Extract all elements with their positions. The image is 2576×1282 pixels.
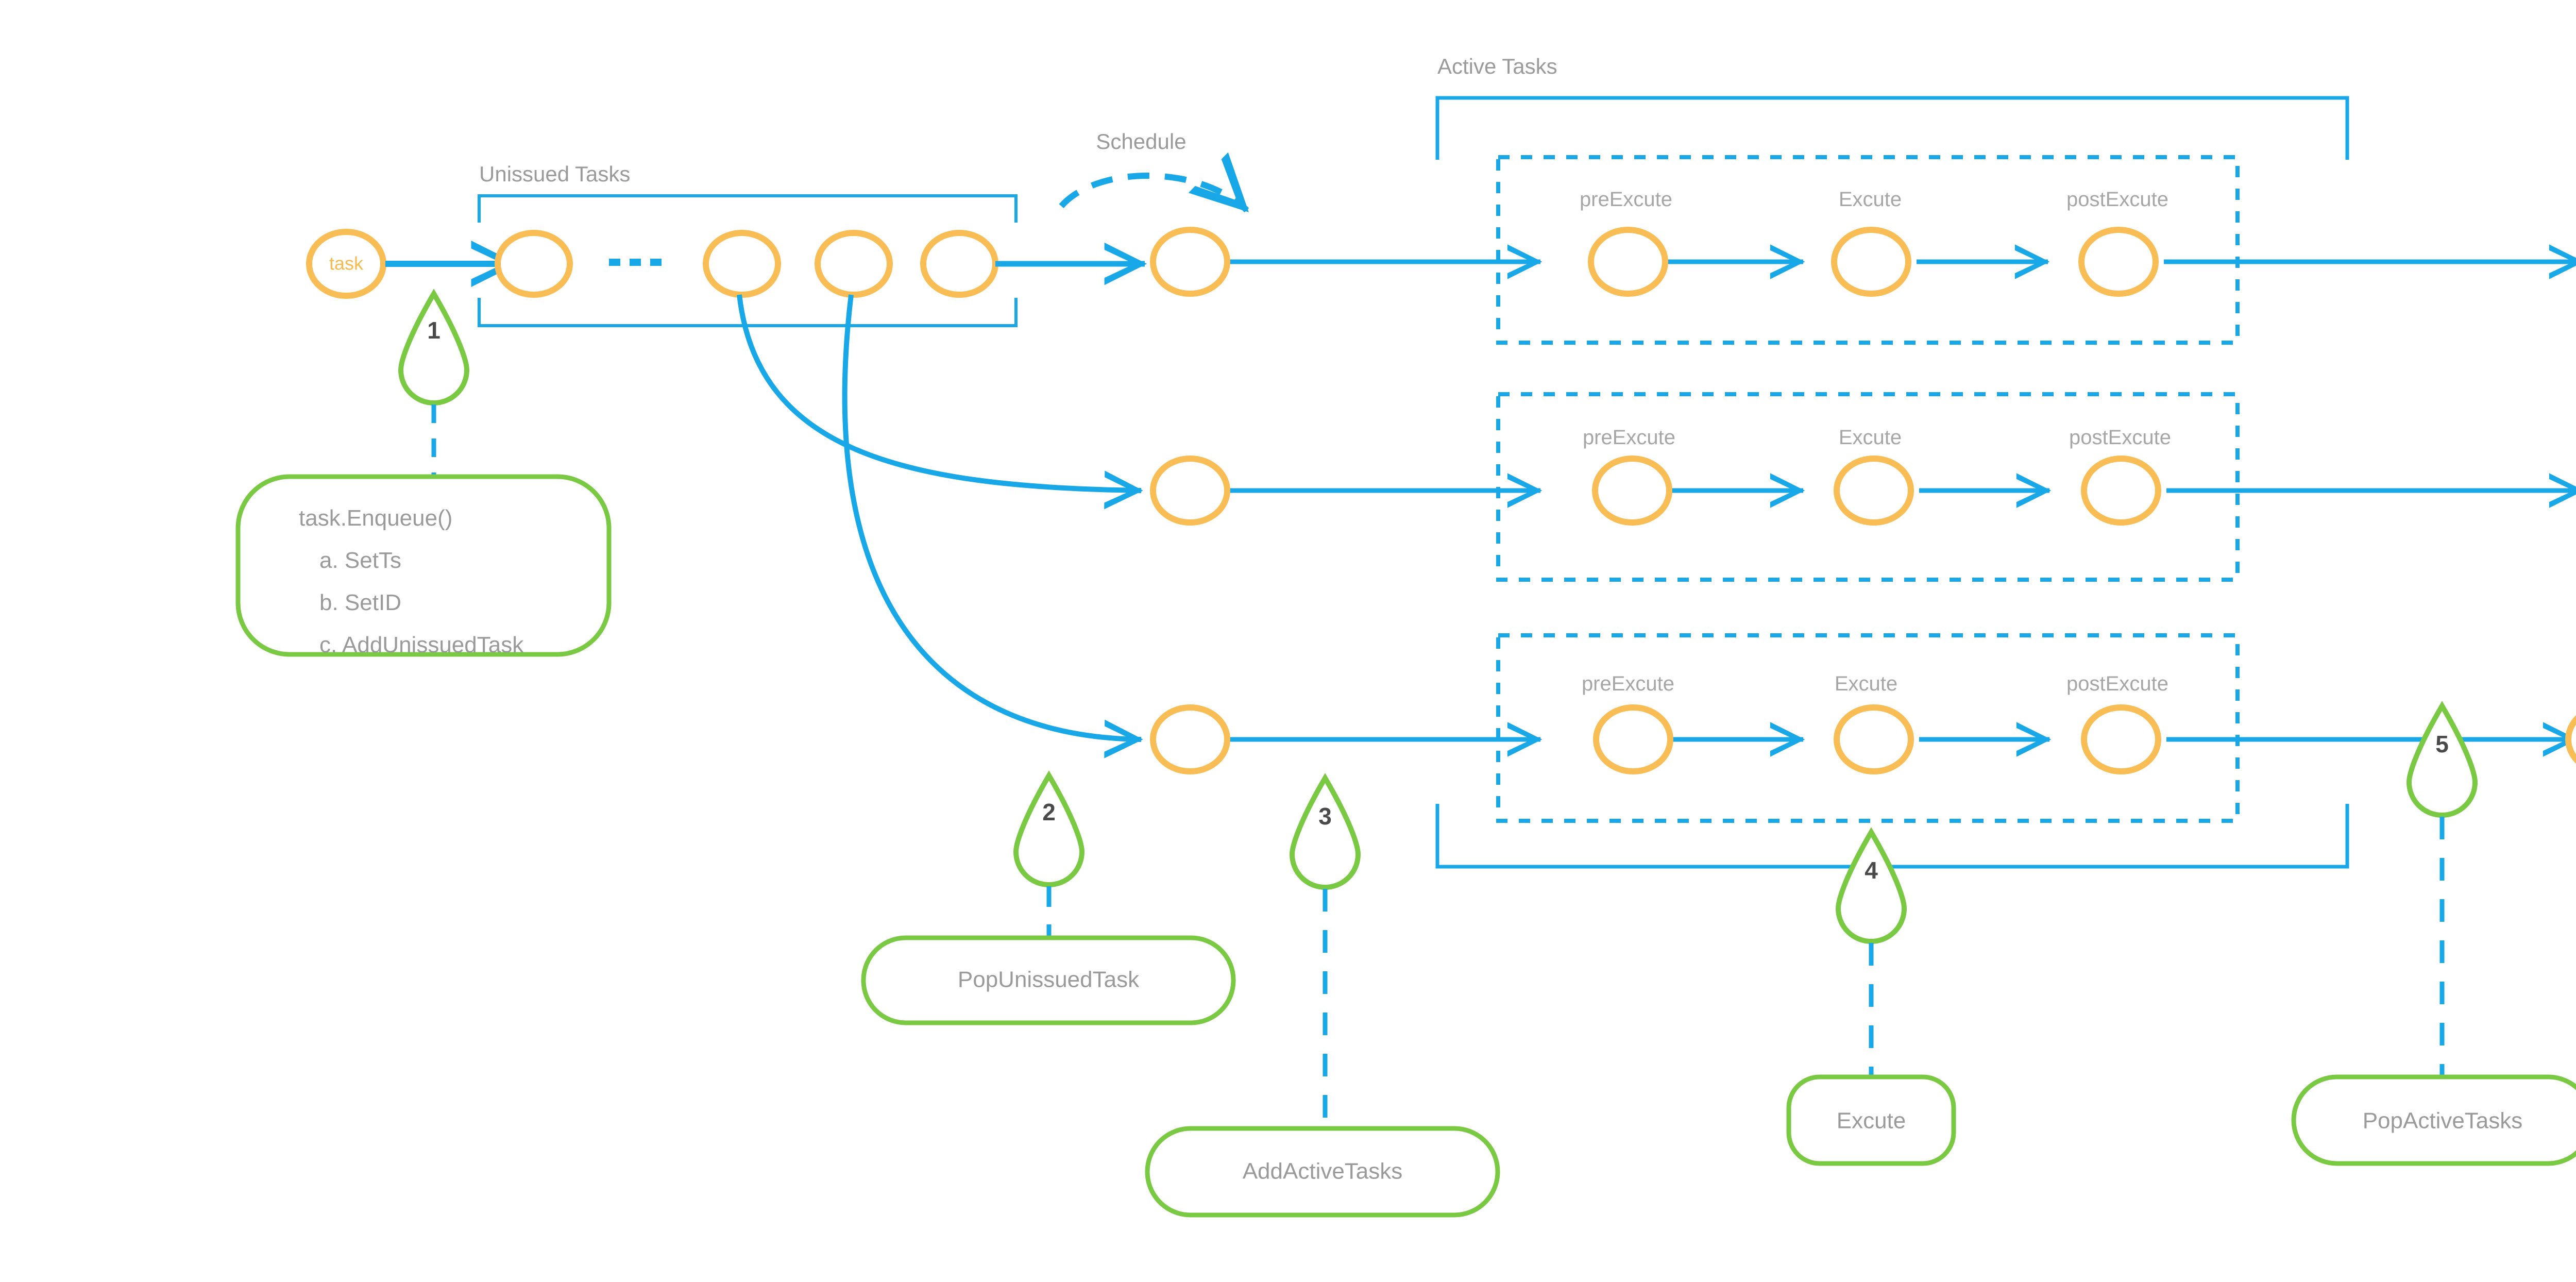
pipeline-row-1: preExcute Excute postExcute [1150, 188, 2576, 297]
unissued-bracket-bottom [478, 298, 1018, 327]
row2-node-post [2081, 456, 2161, 526]
marker-2-pin [1013, 770, 1085, 887]
row3-stage-label-post: postExcute [2066, 672, 2168, 695]
row2-node-scheduled [1150, 456, 1230, 526]
row2-stage-label-pre: preExcute [1583, 426, 1675, 449]
queue-ellipsis-dot-2 [630, 259, 641, 266]
row1-stage-label-pre: preExcute [1580, 188, 1672, 211]
callout-pop-active: PopActiveTasks [2291, 1074, 2576, 1166]
queue-to-row2-curve [737, 294, 1143, 510]
callout-pop-unissued-label: PopUnissuedTask [958, 967, 1140, 992]
callout-excute-box [1786, 1074, 1956, 1166]
callout-pop-active-box [2291, 1074, 2576, 1166]
active-bracket-top [1435, 96, 2349, 160]
callout-enqueue-line-a: a. SetTs [319, 548, 401, 573]
marker-5-group: 5 [2406, 701, 2478, 1077]
callout-add-active-label: AddActiveTasks [1243, 1159, 1403, 1184]
callout-excute-label: Excute [1837, 1108, 1906, 1134]
queue-to-row3-curve [842, 294, 1143, 758]
stage-box-row-2 [1496, 392, 2240, 582]
marker-4-group: 4 [1835, 827, 1907, 1077]
marker-3-pin [1289, 773, 1361, 890]
unissued-tasks-group: Unissued Tasks [478, 162, 1018, 327]
row3-stage-label-pre: preExcute [1582, 672, 1674, 695]
unissued-node-4 [920, 230, 998, 298]
callout-enqueue-title: task.Enqueue() [299, 505, 452, 531]
callout-pop-unissued-box [861, 935, 1236, 1025]
callout-enqueue-box [235, 474, 612, 657]
task-entry: task [306, 229, 518, 299]
marker-3-number: 3 [1318, 803, 1332, 830]
row3-node-output [2565, 715, 2576, 764]
active-tasks-label: Active Tasks [1437, 54, 1557, 78]
marker-5-number: 5 [2435, 731, 2449, 757]
marker-2-group: 2 [1013, 770, 1085, 938]
pipeline-row-2: preExcute Excute postExcute [1150, 426, 2576, 526]
marker-2-number: 2 [1042, 799, 1056, 825]
row2-stage-label-exec: Excute [1839, 426, 1902, 449]
unissued-queue-nodes [495, 230, 998, 298]
stage-box-row-3 [1496, 633, 2240, 823]
row3-node-scheduled [1150, 704, 1230, 774]
unissued-node-1 [495, 230, 573, 298]
row1-node-exec [1831, 227, 1911, 297]
queue-ellipsis-dot-1 [609, 259, 620, 266]
schedule-label: Schedule [1096, 129, 1186, 154]
callout-add-active-box [1145, 1126, 1500, 1218]
marker-1-group: 1 [398, 289, 470, 477]
task-node [306, 229, 386, 299]
pipeline-row-3: preExcute Excute postExcute [1150, 672, 2576, 774]
marker-4-pin [1835, 827, 1907, 944]
unissued-node-3 [815, 230, 893, 298]
marker-3-group: 3 [1289, 773, 1361, 1128]
active-bracket-bottom [1435, 804, 2349, 869]
unissued-node-2 [703, 230, 781, 298]
schedule-dashed-arc [1059, 152, 1249, 213]
row2-node-pre [1592, 456, 1672, 526]
row3-stage-label-exec: Excute [1835, 672, 1897, 695]
row1-stage-label-post: postExcute [2066, 188, 2168, 211]
row1-node-scheduled [1150, 227, 1230, 297]
marker-1-number: 1 [427, 317, 440, 344]
callout-enqueue-line-c: c. AddUnissuedTask [319, 632, 524, 657]
callout-excute: Excute [1786, 1074, 1956, 1166]
row2-node-exec [1834, 456, 1914, 526]
task-node-label: task [329, 253, 364, 274]
callout-add-active: AddActiveTasks [1145, 1126, 1500, 1218]
row1-node-post [2078, 227, 2159, 297]
row3-node-post [2081, 704, 2161, 774]
row3-node-pre [1593, 704, 1673, 774]
callout-pop-unissued: PopUnissuedTask [861, 935, 1236, 1025]
callout-enqueue: task.Enqueue() a. SetTs b. SetID c. AddU… [235, 474, 612, 657]
schedule-edge: Schedule [1059, 129, 1249, 213]
row1-stage-label-exec: Excute [1839, 188, 1902, 211]
marker-4-number: 4 [1865, 857, 1878, 884]
row2-stage-label-post: postExcute [2069, 426, 2171, 449]
queue-ellipsis-dot-3 [650, 259, 662, 266]
callout-enqueue-line-b: b. SetID [319, 590, 401, 615]
marker-5-pin [2406, 701, 2478, 818]
stage-box-row-1 [1496, 155, 2240, 345]
row1-node-pre [1588, 227, 1668, 297]
marker-1-pin [398, 289, 470, 406]
unissued-tasks-label: Unissued Tasks [479, 162, 630, 186]
unissued-bracket-top [478, 194, 1018, 223]
callout-pop-active-label: PopActiveTasks [2363, 1108, 2523, 1134]
row3-node-exec [1834, 704, 1914, 774]
